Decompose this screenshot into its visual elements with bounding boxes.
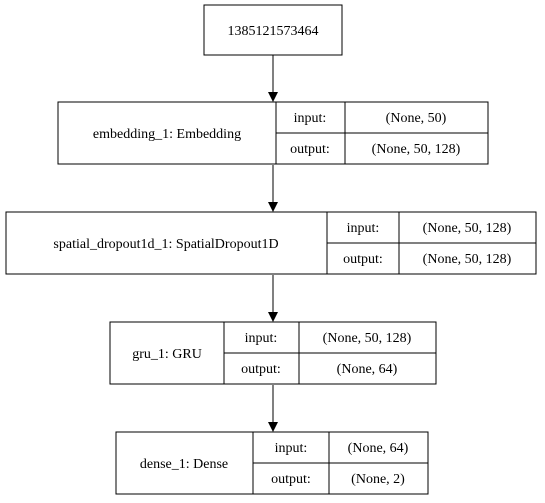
- layer-node-spatial-dropout: spatial_dropout1d_1: SpatialDropout1D in…: [5, 211, 537, 275]
- layer-name-cell: [109, 321, 225, 385]
- layer-node-embedding: embedding_1: Embedding input: (None, 50)…: [57, 101, 489, 165]
- input-label-cell: [275, 101, 346, 134]
- output-label: output:: [241, 362, 281, 377]
- input-label: input:: [347, 221, 380, 236]
- layer-name: spatial_dropout1d_1: SpatialDropout1D: [53, 237, 278, 252]
- input-shape-cell: [398, 211, 537, 244]
- layer-name: embedding_1: Embedding: [93, 127, 241, 142]
- input-node-label: 1385121573464: [228, 24, 319, 39]
- layer-name-cell: [5, 211, 328, 275]
- output-label-cell: [326, 242, 400, 275]
- input-shape-cell: [298, 321, 437, 354]
- output-shape: (None, 50, 128): [423, 252, 512, 267]
- input-label: input:: [294, 111, 327, 126]
- output-label: output:: [343, 252, 383, 267]
- output-shape: (None, 50, 128): [372, 142, 461, 157]
- output-label-cell: [252, 462, 330, 495]
- output-label: output:: [271, 472, 311, 487]
- output-shape-cell: [398, 242, 537, 275]
- input-shape-cell: [344, 101, 489, 134]
- layer-node-dense: dense_1: Dense input: (None, 64) output:…: [115, 431, 429, 495]
- output-shape-cell: [344, 132, 489, 165]
- input-shape: (None, 50, 128): [423, 221, 512, 236]
- layer-node-gru: gru_1: GRU input: (None, 50, 128) output…: [109, 321, 437, 385]
- input-label: input:: [275, 441, 308, 456]
- input-shape-cell: [328, 431, 429, 464]
- input-shape: (None, 64): [348, 441, 409, 456]
- layer-name-cell: [57, 101, 277, 165]
- output-shape: (None, 2): [351, 472, 405, 487]
- input-node-box: [203, 4, 343, 56]
- output-shape-cell: [298, 352, 437, 385]
- input-label-cell: [252, 431, 330, 464]
- output-shape-cell: [328, 462, 429, 495]
- input-node: 1385121573464: [203, 4, 343, 56]
- output-label: output:: [290, 142, 330, 157]
- layer-name: dense_1: Dense: [140, 457, 228, 472]
- input-shape: (None, 50): [386, 111, 447, 126]
- layer-name: gru_1: GRU: [132, 347, 202, 362]
- input-label: input:: [245, 331, 278, 346]
- output-shape: (None, 64): [337, 362, 398, 377]
- input-shape: (None, 50, 128): [323, 331, 412, 346]
